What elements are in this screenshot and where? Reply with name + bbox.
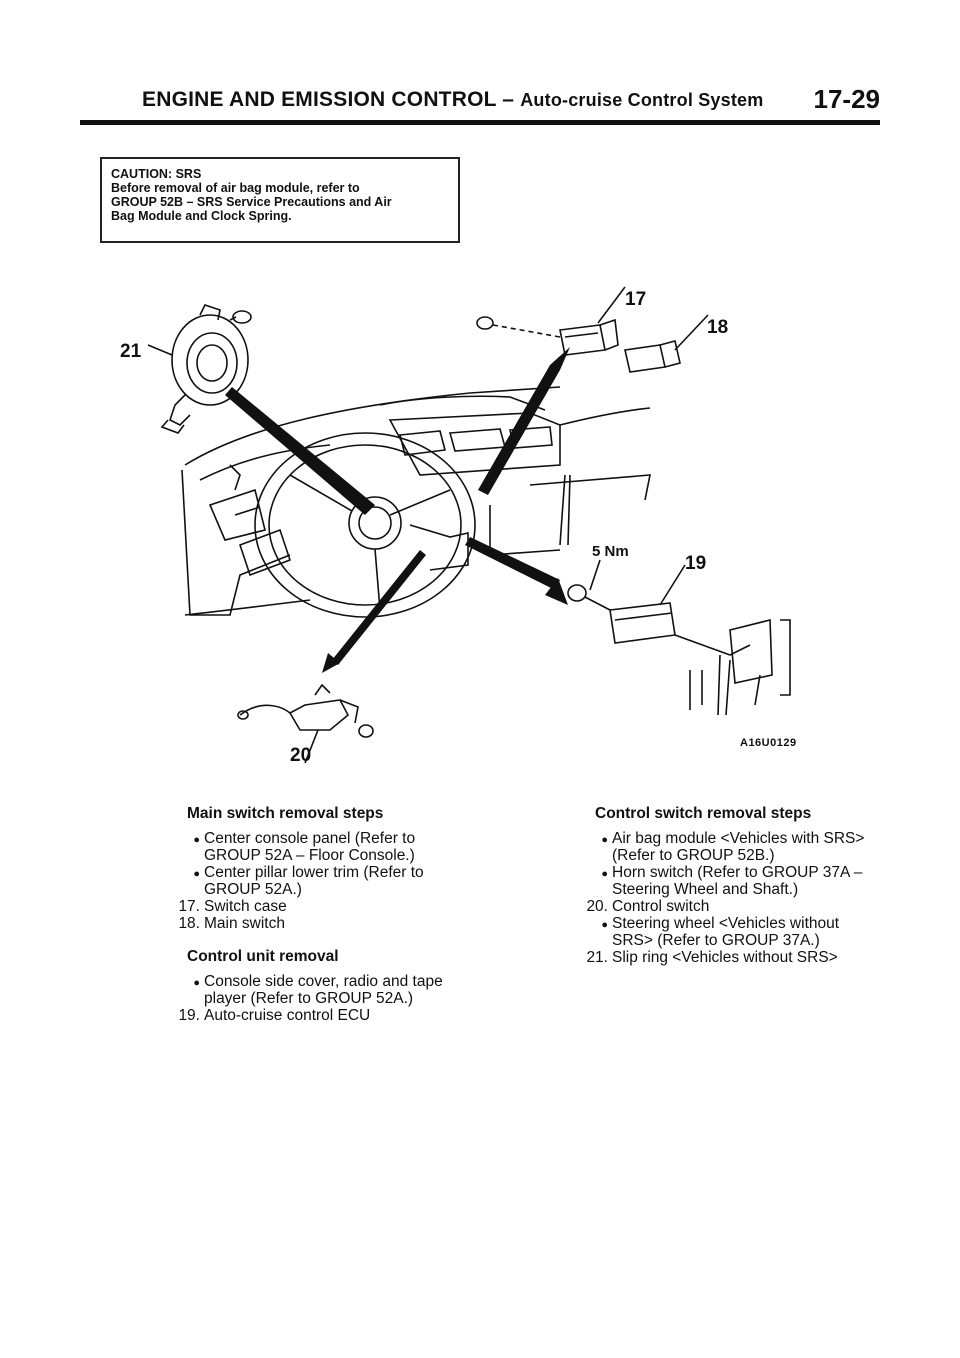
list-item: 19. Auto-cruise control ECU bbox=[172, 1007, 472, 1024]
bullet-icon: ● bbox=[601, 868, 608, 880]
list-item-text: Console side cover, radio and tape playe… bbox=[204, 973, 443, 1007]
screw-part bbox=[229, 310, 252, 324]
bullet-icon: ● bbox=[193, 977, 200, 989]
list-item: ● Air bag module <Vehicles with SRS> (Re… bbox=[580, 830, 880, 864]
callout-19: 19 bbox=[685, 553, 707, 574]
steering-wheel bbox=[254, 432, 476, 618]
control-unit-heading: Control unit removal bbox=[187, 948, 339, 965]
step-number: 20. bbox=[586, 898, 608, 915]
switch-case-part bbox=[476, 286, 626, 356]
header-rule bbox=[80, 120, 880, 125]
caution-box: CAUTION: SRS Before removal of air bag m… bbox=[100, 157, 460, 243]
list-item-text: Switch case bbox=[204, 898, 287, 915]
list-item-text: Horn switch (Refer to GROUP 37A – Steeri… bbox=[612, 864, 863, 898]
caution-line: Bag Module and Clock Spring. bbox=[111, 209, 292, 223]
list-item: 20. Control switch bbox=[580, 898, 880, 915]
dashboard-illustration bbox=[147, 286, 791, 764]
control-switch-heading: Control switch removal steps bbox=[595, 805, 812, 822]
step-number: 21. bbox=[586, 949, 608, 966]
figure-id: A16U0129 bbox=[740, 737, 797, 749]
bullet-icon: ● bbox=[193, 834, 200, 846]
list-item-text: Center console panel (Refer to GROUP 52A… bbox=[204, 830, 416, 864]
step-number: 19. bbox=[178, 1007, 200, 1024]
list-item-text: Auto-cruise control ECU bbox=[204, 1007, 371, 1024]
callout-18: 18 bbox=[707, 317, 729, 338]
callout-21: 21 bbox=[120, 341, 142, 362]
step-number: 17. bbox=[178, 898, 200, 915]
list-item-text: Steering wheel <Vehicles without SRS> (R… bbox=[612, 915, 840, 949]
section-title-main: ENGINE AND EMISSION CONTROL – bbox=[142, 88, 515, 111]
caution-line: CAUTION: SRS bbox=[111, 167, 202, 181]
list-item: 17. Switch case bbox=[172, 898, 472, 915]
main-switch-heading: Main switch removal steps bbox=[187, 805, 384, 822]
callout-20: 20 bbox=[290, 745, 312, 766]
list-item-text: Slip ring <Vehicles without SRS> bbox=[612, 949, 838, 966]
caution-line: GROUP 52B – SRS Service Precautions and … bbox=[111, 195, 392, 209]
main-switch-part bbox=[624, 314, 709, 373]
section-title: ENGINE AND EMISSION CONTROL – Auto-cruis… bbox=[142, 88, 763, 112]
list-item: 21. Slip ring <Vehicles without SRS> bbox=[580, 949, 880, 966]
pointer-arrows bbox=[225, 347, 570, 673]
bullet-icon: ● bbox=[193, 868, 200, 880]
bullet-icon: ● bbox=[601, 834, 608, 846]
right-column: Control switch removal steps ● Air bag m… bbox=[580, 805, 880, 966]
list-item-text: Main switch bbox=[204, 915, 285, 932]
dashboard-outline bbox=[181, 386, 651, 616]
list-item-text: Center pillar lower trim (Refer to GROUP… bbox=[204, 864, 424, 898]
page-header: ENGINE AND EMISSION CONTROL – Auto-cruis… bbox=[80, 84, 880, 128]
page-number: 17-29 bbox=[813, 84, 881, 114]
component-diagram: 17 18 19 20 21 5 Nm A16U0129 bbox=[90, 275, 880, 775]
list-item-text: Air bag module <Vehicles with SRS> (Refe… bbox=[612, 830, 865, 864]
left-column: Main switch removal steps ● Center conso… bbox=[172, 805, 472, 1024]
slip-ring-part bbox=[147, 304, 249, 434]
list-item: 18. Main switch bbox=[172, 915, 472, 932]
caution-line: Before removal of air bag module, refer … bbox=[111, 181, 360, 195]
list-item: ● Steering wheel <Vehicles without SRS> … bbox=[580, 915, 880, 949]
list-item: ● Center pillar lower trim (Refer to GRO… bbox=[172, 864, 472, 898]
list-item: ● Center console panel (Refer to GROUP 5… bbox=[172, 830, 472, 864]
control-switch-part bbox=[237, 683, 374, 764]
ecu-part bbox=[567, 559, 791, 716]
callout-17: 17 bbox=[625, 289, 647, 310]
section-title-sub: Auto-cruise Control System bbox=[520, 90, 764, 110]
list-item-text: Control switch bbox=[612, 898, 710, 915]
list-item: ● Console side cover, radio and tape pla… bbox=[172, 973, 472, 1007]
step-number: 18. bbox=[178, 915, 200, 932]
bullet-icon: ● bbox=[601, 919, 608, 931]
list-item: ● Horn switch (Refer to GROUP 37A – Stee… bbox=[580, 864, 880, 898]
torque-label: 5 Nm bbox=[592, 543, 629, 560]
